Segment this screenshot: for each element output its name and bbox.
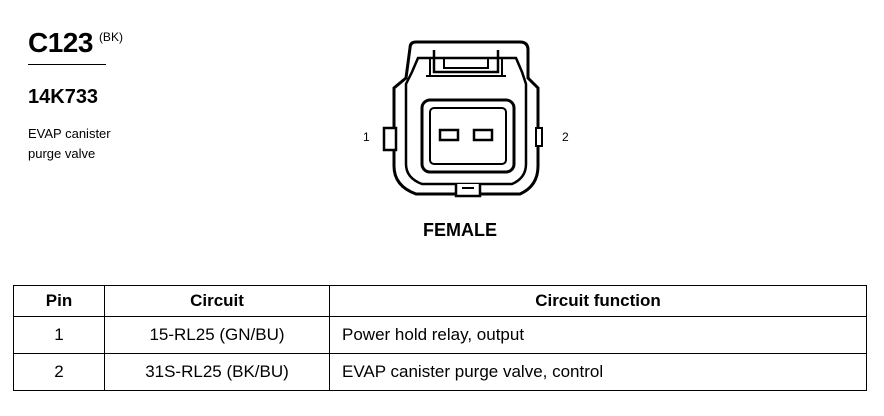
terminal-cavity-block xyxy=(420,98,516,174)
header-circuit: Circuit xyxy=(104,285,330,317)
component-description-line1: EVAP canister xyxy=(28,126,111,141)
component-description: EVAP canister purge valve xyxy=(28,124,168,164)
header-divider xyxy=(28,64,106,65)
part-number: 14K733 xyxy=(28,86,99,108)
right-latch xyxy=(535,127,543,147)
circuit-cell: 15-RL25 (GN/BU) xyxy=(104,316,330,354)
table-row: 2 31S-RL25 (BK/BU) EVAP canister purge v… xyxy=(13,353,867,391)
header-pin: Pin xyxy=(13,285,105,317)
table-header-row: Pin Circuit Circuit function xyxy=(13,285,867,317)
pin-cell: 1 xyxy=(13,316,105,354)
circuit-function-cell: Power hold relay, output xyxy=(329,316,867,354)
terminal-pin-2 xyxy=(472,128,494,142)
connector-face-diagram xyxy=(382,40,543,198)
left-latch xyxy=(382,126,398,152)
component-description-line2: purge valve xyxy=(28,146,96,161)
connector-id-row: C123 (BK) xyxy=(28,26,148,60)
locking-tab xyxy=(432,50,500,74)
pin-label-1: 1 xyxy=(363,130,370,144)
bottom-key xyxy=(454,184,482,198)
connector-color: (BK) xyxy=(98,30,123,44)
pin-label-2: 2 xyxy=(562,130,569,144)
header-circuit-function: Circuit function xyxy=(329,285,867,317)
terminal-pin-1 xyxy=(438,128,460,142)
circuit-function-cell: EVAP canister purge valve, control xyxy=(329,353,867,391)
pin-cell: 2 xyxy=(13,353,105,391)
circuit-cell: 31S-RL25 (BK/BU) xyxy=(104,353,330,391)
connector-gender-label: FEMALE xyxy=(423,220,497,240)
connector-inner-outline xyxy=(404,56,528,186)
table-row: 1 15-RL25 (GN/BU) Power hold relay, outp… xyxy=(13,316,867,354)
connector-id: C123 xyxy=(28,27,93,58)
locking-tab-slot xyxy=(443,57,489,69)
connector-header: C123 (BK) 14K733 EVAP canister purge val… xyxy=(28,26,148,164)
pinout-table: Pin Circuit Circuit function 1 15-RL25 (… xyxy=(13,285,867,391)
